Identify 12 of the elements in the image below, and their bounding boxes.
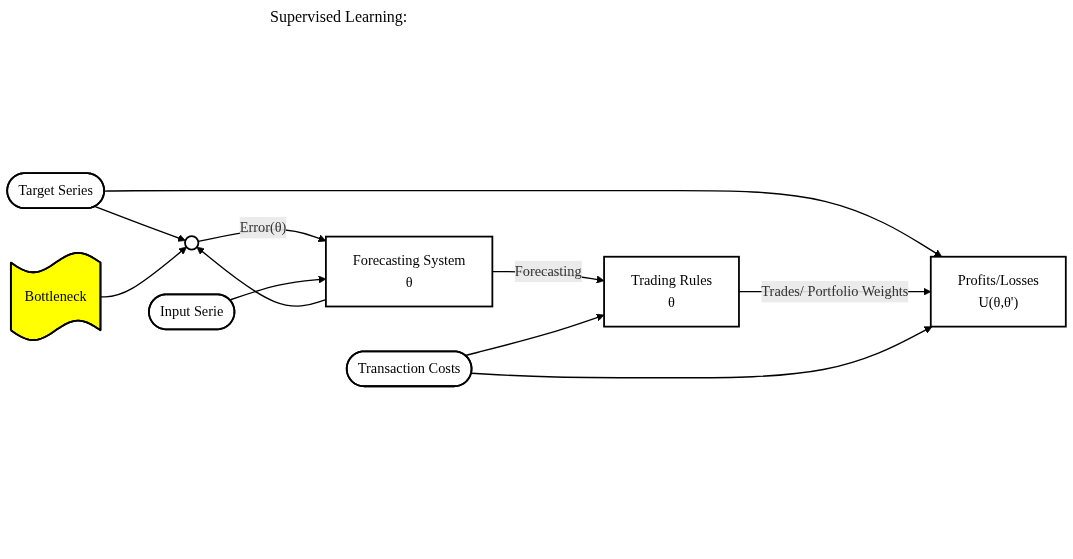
arrow <box>94 205 186 242</box>
arrow <box>100 246 187 298</box>
node-circle <box>184 235 200 251</box>
note-text: Supervised Learning: <box>270 8 408 26</box>
node-box: Profits/Losses U(θ,θ') <box>929 255 1067 328</box>
arrow <box>464 313 605 356</box>
edge-label: Trades/ Portfolio Weights <box>761 283 909 299</box>
node-box: Trading Rules θ <box>603 255 740 328</box>
edge-label: Error(θ) <box>239 219 287 235</box>
edge-label: Forecasting <box>514 263 582 279</box>
arrow <box>470 326 933 379</box>
node-box: Forecasting System θ <box>325 235 494 308</box>
